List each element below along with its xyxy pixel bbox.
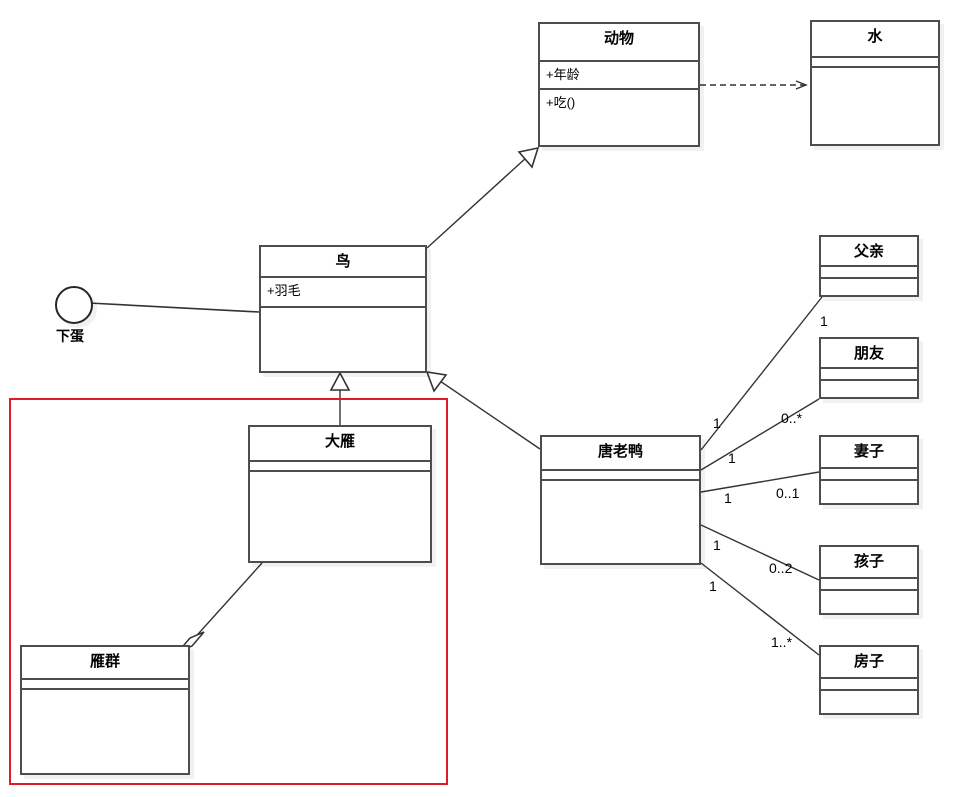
- uml-class-name: 父亲: [821, 237, 917, 267]
- uml-class-name: 动物: [540, 24, 698, 62]
- uml-class-house[interactable]: 房子: [819, 645, 919, 715]
- uml-operation-compartment: [821, 279, 917, 287]
- uml-attribute-compartment: +年龄: [540, 62, 698, 90]
- uml-attribute-compartment: [821, 469, 917, 481]
- edge-donald-to-bird[interactable]: [425, 370, 541, 450]
- edge-lollipop-to-bird[interactable]: [88, 302, 260, 313]
- multiplicity-m-donald-friend: 1: [728, 450, 736, 466]
- uml-class-name: 妻子: [821, 437, 917, 469]
- uml-operation-compartment: [821, 381, 917, 389]
- multiplicity-m-friend: 0..*: [781, 410, 803, 426]
- uml-class-animal[interactable]: 动物 +年龄 +吃(): [538, 22, 700, 147]
- interface-lollipop-icon[interactable]: [55, 286, 93, 324]
- uml-attribute-compartment: [821, 679, 917, 691]
- uml-class-gooseflock[interactable]: 雁群: [20, 645, 190, 775]
- uml-class-child[interactable]: 孩子: [819, 545, 919, 615]
- uml-attribute-compartment: [821, 579, 917, 591]
- edge-donald-to-friend[interactable]: [700, 398, 820, 471]
- uml-class-donald[interactable]: 唐老鸭: [540, 435, 701, 565]
- uml-attribute-compartment: [542, 471, 699, 481]
- uml-class-father[interactable]: 父亲: [819, 235, 919, 297]
- uml-class-wife[interactable]: 妻子: [819, 435, 919, 505]
- uml-class-name: 水: [812, 22, 938, 58]
- multiplicity-m-wife: 0..1: [776, 485, 800, 501]
- uml-operation-compartment: [821, 591, 917, 599]
- uml-operation-compartment: [250, 472, 430, 480]
- selection-frame[interactable]: [9, 398, 448, 785]
- uml-attribute: +羽毛: [267, 283, 301, 298]
- uml-attribute-compartment: +羽毛: [261, 278, 425, 308]
- edge-bird-to-animal[interactable]: [426, 146, 540, 249]
- uml-class-name: 唐老鸭: [542, 437, 699, 471]
- uml-operation-compartment: [821, 481, 917, 489]
- uml-attribute-compartment: [812, 58, 938, 68]
- uml-operation-compartment: [812, 68, 938, 76]
- uml-operation-compartment: [22, 690, 188, 698]
- uml-class-bird[interactable]: 鸟 +羽毛: [259, 245, 427, 373]
- uml-class-name: 朋友: [821, 339, 917, 369]
- edge-donald-to-wife[interactable]: [700, 471, 820, 493]
- uml-class-name: 大雁: [250, 427, 430, 462]
- multiplicity-m-donald-house: 1: [709, 578, 717, 594]
- multiplicity-m-donald-father: 1: [713, 415, 721, 431]
- uml-attribute-compartment: [821, 369, 917, 381]
- edge-donald-to-father[interactable]: [700, 296, 823, 451]
- uml-operation-compartment: [261, 308, 425, 316]
- uml-operation: +吃(): [546, 95, 576, 110]
- uml-class-wildgoose[interactable]: 大雁: [248, 425, 432, 563]
- uml-attribute: +年龄: [546, 67, 580, 82]
- uml-attribute-compartment: [821, 267, 917, 279]
- uml-operation-compartment: +吃(): [540, 90, 698, 117]
- uml-class-name: 房子: [821, 647, 917, 679]
- edge-donald-to-child[interactable]: [700, 524, 820, 581]
- interface-lollipop-label: 下蛋: [56, 328, 84, 344]
- edge-donald-to-house[interactable]: [700, 562, 820, 656]
- multiplicity-m-donald-wife: 1: [724, 490, 732, 506]
- edge-wildgoose-to-bird[interactable]: [329, 371, 351, 425]
- uml-class-water[interactable]: 水: [810, 20, 940, 146]
- uml-class-name: 雁群: [22, 647, 188, 680]
- uml-operation-compartment: [542, 481, 699, 489]
- multiplicity-m-father-1: 1: [820, 313, 828, 329]
- uml-class-name: 鸟: [261, 247, 425, 278]
- uml-class-name: 孩子: [821, 547, 917, 579]
- multiplicity-m-house: 1..*: [771, 634, 793, 650]
- uml-attribute-compartment: [22, 680, 188, 690]
- uml-attribute-compartment: [250, 462, 430, 472]
- uml-class-friend[interactable]: 朋友: [819, 337, 919, 399]
- uml-operation-compartment: [821, 691, 917, 699]
- multiplicity-m-child: 0..2: [769, 560, 793, 576]
- multiplicity-m-donald-child: 1: [713, 537, 721, 553]
